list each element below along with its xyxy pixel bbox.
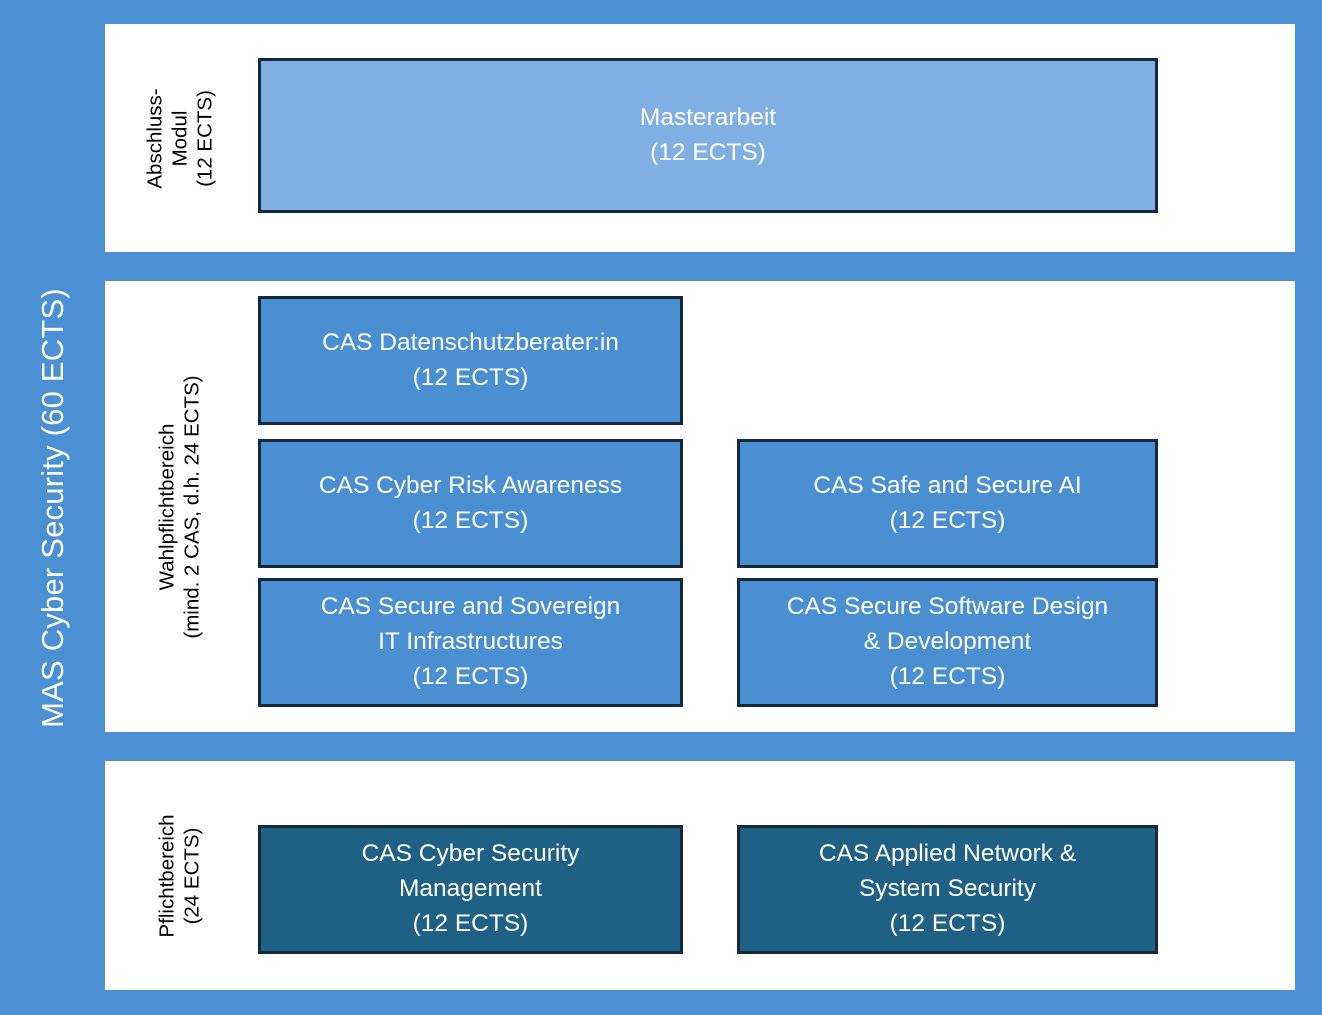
section-label-pflichtbereich: Pflichtbereich (24 ECTS) <box>105 761 255 990</box>
course-box-applied-network-system-security[interactable]: CAS Applied Network & System Security (1… <box>737 825 1158 954</box>
course-box-text: CAS Cyber Security Management (12 ECTS) <box>352 837 590 941</box>
course-box-masterarbeit[interactable]: Masterarbeit (12 ECTS) <box>258 58 1158 213</box>
section-label-abschluss-modul: Abschluss- Modul (12 ECTS) <box>105 24 255 252</box>
course-ects: (12 ECTS) <box>412 363 529 391</box>
course-name-line2: System Security <box>859 875 1036 903</box>
course-ects: (12 ECTS) <box>412 662 529 690</box>
course-name: CAS Safe and Secure AI <box>813 471 1082 499</box>
course-name-line1: CAS Secure Software Design <box>786 593 1109 621</box>
course-box-datenschutzberaterin[interactable]: CAS Datenschutzberater:in (12 ECTS) <box>258 296 683 425</box>
course-box-secure-software-design-development[interactable]: CAS Secure Software Design & Development… <box>737 578 1158 707</box>
course-ects: (12 ECTS) <box>889 506 1006 534</box>
section-label-line2: (mind. 2 CAS, d.h. 24 ECTS) <box>181 374 204 639</box>
course-box-text: CAS Safe and Secure AI (12 ECTS) <box>803 469 1091 539</box>
section-label-line1: Abschluss- <box>143 87 167 189</box>
course-ects: (12 ECTS) <box>412 506 529 534</box>
section-label-line2: (24 ECTS) <box>181 827 204 924</box>
course-ects: (12 ECTS) <box>889 909 1006 937</box>
section-label-line3: (12 ECTS) <box>193 89 217 187</box>
section-label-line2: Modul <box>168 110 192 166</box>
section-panel-abschluss-modul: Abschluss- Modul (12 ECTS) Masterarbeit … <box>105 24 1295 252</box>
course-box-safe-and-secure-ai[interactable]: CAS Safe and Secure AI (12 ECTS) <box>737 439 1158 568</box>
course-name-line1: CAS Secure and Sovereign <box>320 593 621 621</box>
course-box-cyber-risk-awareness[interactable]: CAS Cyber Risk Awareness (12 ECTS) <box>258 439 683 568</box>
course-box-text: CAS Applied Network & System Security (1… <box>809 837 1086 941</box>
section-label-line1: Pflichtbereich <box>156 813 179 938</box>
course-name-line2: IT Infrastructures <box>378 628 563 656</box>
course-name: Masterarbeit <box>639 103 777 131</box>
course-box-text: CAS Secure Software Design & Development… <box>777 590 1118 694</box>
course-box-secure-and-sovereign-it-infrastructures[interactable]: CAS Secure and Sovereign IT Infrastructu… <box>258 578 683 707</box>
course-box-text: Masterarbeit (12 ECTS) <box>630 101 786 171</box>
section-panel-wahlpflichtbereich: Wahlpflichtbereich (mind. 2 CAS, d.h. 24… <box>105 281 1295 732</box>
section-panel-pflichtbereich: Pflichtbereich (24 ECTS) CAS Cyber Secur… <box>105 761 1295 990</box>
course-box-text: CAS Secure and Sovereign IT Infrastructu… <box>311 590 631 694</box>
page-title: MAS Cyber Security (60 ECTS) <box>34 287 70 728</box>
course-box-text: CAS Cyber Risk Awareness (12 ECTS) <box>309 469 632 539</box>
course-ects: (12 ECTS) <box>889 662 1006 690</box>
course-box-cyber-security-management[interactable]: CAS Cyber Security Management (12 ECTS) <box>258 825 683 954</box>
course-name: CAS Cyber Risk Awareness <box>318 471 623 499</box>
course-name: CAS Datenschutzberater:in <box>322 328 619 356</box>
section-label-wahlpflichtbereich: Wahlpflichtbereich (mind. 2 CAS, d.h. 24… <box>105 281 255 732</box>
course-name-line2: & Development <box>863 628 1032 656</box>
course-name-line2: Management <box>398 875 542 903</box>
course-name-line1: CAS Applied Network & <box>818 840 1077 868</box>
course-name-line1: CAS Cyber Security <box>361 840 580 868</box>
course-ects: (12 ECTS) <box>650 138 766 166</box>
course-box-text: CAS Datenschutzberater:in (12 ECTS) <box>312 326 629 396</box>
course-ects: (12 ECTS) <box>412 909 529 937</box>
section-label-line1: Wahlpflichtbereich <box>156 423 179 590</box>
program-title: MAS Cyber Security (60 ECTS) <box>0 0 105 1015</box>
